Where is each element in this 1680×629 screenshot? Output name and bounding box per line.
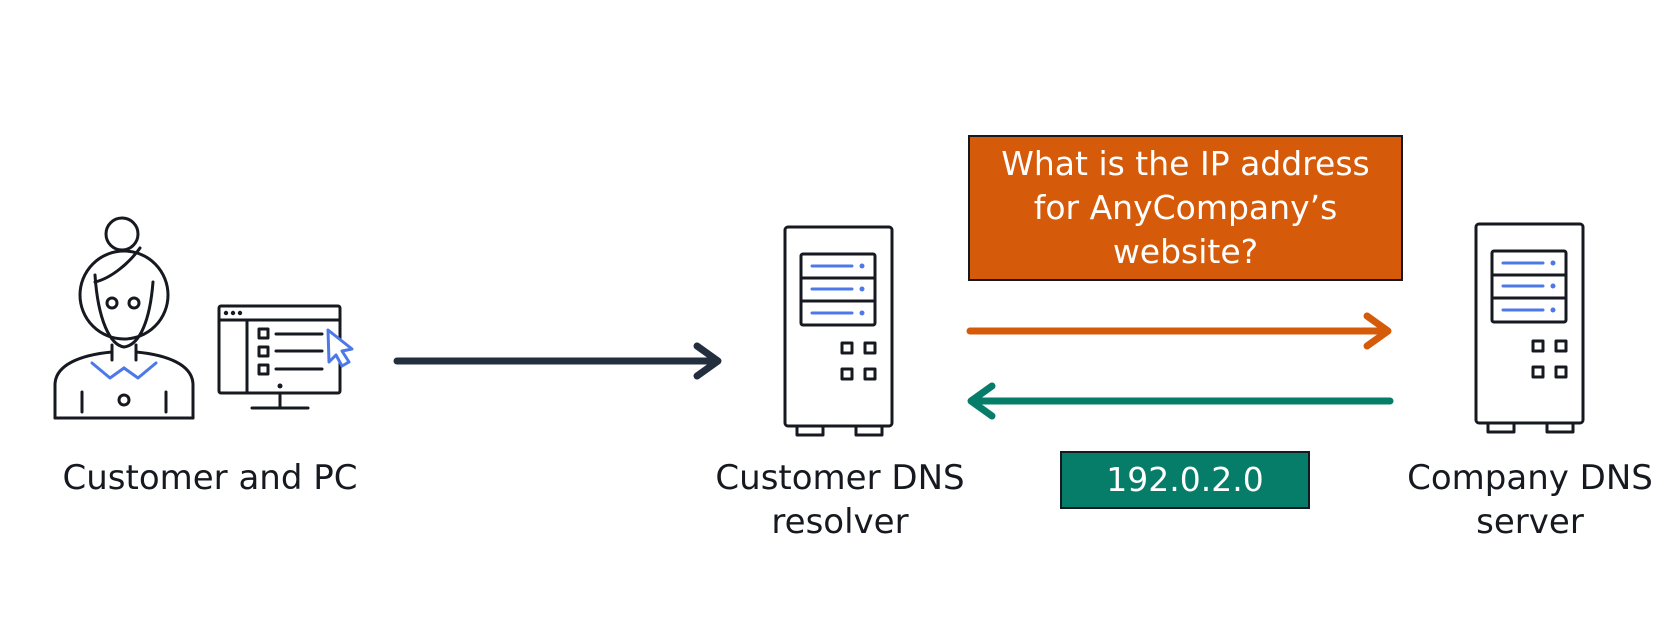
customer-label: Customer and PC bbox=[62, 458, 358, 498]
server-label-line1: Company DNS bbox=[1407, 458, 1653, 498]
collar-icon bbox=[90, 361, 158, 380]
resolver-label: Customer DNS resolver bbox=[680, 456, 1000, 544]
response-callout: 192.0.2.0 bbox=[1060, 451, 1310, 509]
person-icon bbox=[53, 216, 195, 420]
query-callout: What is the IP address for AnyCompany’s … bbox=[968, 135, 1403, 281]
query-text: What is the IP address for AnyCompany’s … bbox=[1001, 144, 1370, 271]
request-arrow bbox=[393, 342, 722, 380]
response-arrow bbox=[967, 382, 1394, 420]
monitor-dots bbox=[223, 310, 283, 389]
resolver-server-icon bbox=[783, 225, 894, 437]
resolver-label-line2: resolver bbox=[771, 502, 909, 542]
server-label: Company DNS server bbox=[1380, 456, 1680, 544]
cursor-icon bbox=[326, 328, 354, 368]
monitor-icon bbox=[217, 304, 342, 410]
company-server-icon bbox=[1474, 222, 1585, 434]
query-arrow bbox=[966, 312, 1392, 350]
response-text: 192.0.2.0 bbox=[1106, 460, 1264, 499]
server-label-line2: server bbox=[1476, 502, 1584, 542]
resolver-label-line1: Customer DNS bbox=[715, 458, 965, 498]
